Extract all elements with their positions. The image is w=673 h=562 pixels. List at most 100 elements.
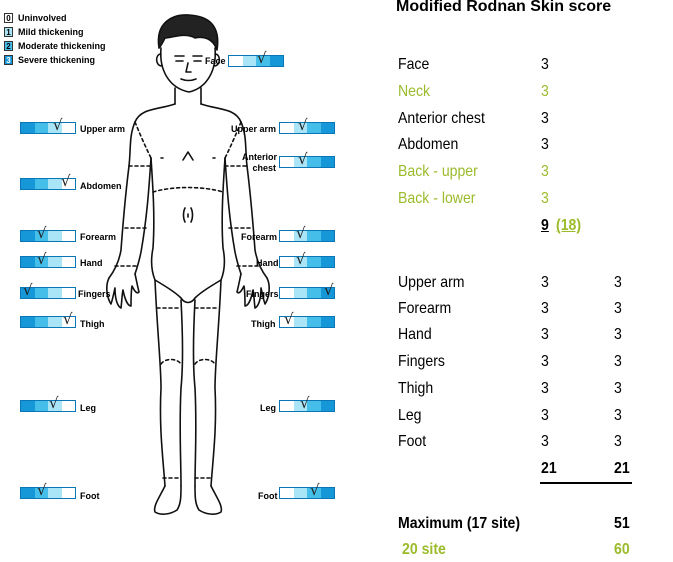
check-mark-icon: √ — [37, 251, 47, 267]
limb-site-label: Forearm — [398, 300, 451, 318]
legend-swatch-3: 3 — [4, 55, 13, 65]
legend-item-3: 3 Severe thickening — [4, 54, 95, 66]
limb-score-left: 3 — [541, 300, 549, 318]
score-bar-thigh-left: √ — [20, 316, 76, 328]
trunk-site-score: 3 — [541, 110, 549, 128]
legend-label-3: Severe thickening — [18, 55, 95, 65]
check-mark-icon: √ — [23, 282, 33, 298]
score-bar-upper-arm-left: √ — [20, 122, 76, 134]
legend-label-1: Mild thickening — [18, 27, 84, 37]
limb-score-right: 3 — [614, 300, 622, 318]
site-label-leg-left: Leg — [80, 403, 96, 413]
score-bar-upper-arm-right: √ — [279, 122, 335, 134]
check-mark-icon: √ — [49, 395, 59, 411]
check-mark-icon: √ — [257, 50, 267, 66]
check-mark-icon: √ — [298, 151, 308, 167]
trunk-site-label: Back - upper — [398, 163, 478, 181]
legend-swatch-0: 0 — [4, 13, 13, 23]
total-underline — [540, 482, 632, 484]
limb-score-right: 3 — [614, 353, 622, 371]
limb-score-left: 3 — [541, 326, 549, 344]
limb-site-label: Thigh — [398, 380, 433, 398]
limb-score-right: 3 — [614, 380, 622, 398]
trunk-site-score: 3 — [541, 190, 549, 208]
check-mark-icon: √ — [63, 311, 73, 327]
score-bar-abdomen: √ — [20, 178, 76, 190]
trunk-site-label: Face — [398, 56, 429, 74]
legend-swatch-2: 2 — [4, 41, 13, 51]
site-label-leg-right: Leg — [260, 403, 276, 413]
legend-item-0: 0 Uninvolved — [4, 12, 67, 24]
score-bar-hand-right: √ — [279, 256, 335, 268]
site-label-upper-arm-left: Upper arm — [80, 124, 125, 134]
trunk-total-alt: (18) — [556, 217, 581, 235]
trunk-site-label: Neck — [398, 83, 430, 101]
site-label-fingers-left: Fingers — [78, 289, 111, 299]
score-bar-thigh-right: √ — [279, 316, 335, 328]
check-mark-icon: √ — [298, 117, 308, 133]
score-bar-forearm-left: √ — [20, 230, 76, 242]
alt-site-label: 20 site — [402, 541, 446, 559]
maximum-label: Maximum (17 site) — [398, 515, 520, 533]
limb-score-left: 3 — [541, 353, 549, 371]
score-bar-fingers-left: √ — [20, 287, 76, 299]
check-mark-icon: √ — [53, 117, 63, 133]
body-outline-figure — [95, 8, 285, 528]
site-label-hand-right: Hand — [256, 258, 279, 268]
score-bar-face: √ — [228, 55, 284, 67]
score-bar-forearm-right: √ — [279, 230, 335, 242]
page-title: Modified Rodnan Skin score — [396, 0, 611, 16]
limb-score-left: 3 — [541, 407, 549, 425]
score-bar-foot-right: √ — [279, 487, 335, 499]
check-mark-icon: √ — [296, 225, 306, 241]
site-label-hand-left: Hand — [80, 258, 103, 268]
site-label-forearm-left: Forearm — [80, 232, 116, 242]
site-label-upper-arm-right: Upper arm — [231, 124, 276, 134]
limb-site-label: Fingers — [398, 353, 445, 371]
score-bar-leg-right: √ — [279, 400, 335, 412]
score-bar-foot-left: √ — [20, 487, 76, 499]
legend-label-2: Moderate thickening — [18, 41, 106, 51]
check-mark-icon: √ — [37, 482, 47, 498]
check-mark-icon: √ — [300, 395, 310, 411]
limb-site-label: Leg — [398, 407, 421, 425]
score-bar-anterior-chest: √ — [279, 156, 335, 168]
limb-site-label: Upper arm — [398, 274, 465, 292]
trunk-site-label: Anterior chest — [398, 110, 485, 128]
legend-swatch-1: 1 — [4, 27, 13, 37]
check-mark-icon: √ — [296, 251, 306, 267]
legend-item-1: 1 Mild thickening — [4, 26, 84, 38]
limb-site-label: Hand — [398, 326, 432, 344]
trunk-site-score: 3 — [541, 136, 549, 154]
site-label-thigh-right: Thigh — [251, 319, 276, 329]
trunk-site-label: Abdomen — [398, 136, 458, 154]
trunk-site-score: 3 — [541, 163, 549, 181]
site-label-foot-left: Foot — [80, 491, 100, 501]
limb-score-left: 3 — [541, 274, 549, 292]
trunk-site-score: 3 — [541, 56, 549, 74]
limb-site-label: Foot — [398, 433, 426, 451]
site-label-foot-right: Foot — [258, 491, 278, 501]
legend-item-2: 2 Moderate thickening — [4, 40, 106, 52]
score-bar-leg-left: √ — [20, 400, 76, 412]
check-mark-icon: √ — [37, 225, 47, 241]
site-label-fingers-right: Fingers — [246, 289, 279, 299]
maximum-value: 51 — [614, 515, 630, 533]
limb-score-right: 3 — [614, 274, 622, 292]
score-bar-hand-left: √ — [20, 256, 76, 268]
limb-score-left: 3 — [541, 380, 549, 398]
limb-total-left: 21 — [541, 460, 557, 478]
limb-score-right: 3 — [614, 326, 622, 344]
site-label-forearm-right: Forearm — [241, 232, 277, 242]
score-bar-fingers-right: √ — [279, 287, 335, 299]
alt-site-value: 60 — [614, 541, 630, 559]
site-label-thigh-left: Thigh — [80, 319, 105, 329]
legend-label-0: Uninvolved — [18, 13, 67, 23]
trunk-site-score: 3 — [541, 83, 549, 101]
limb-score-left: 3 — [541, 433, 549, 451]
check-mark-icon: √ — [284, 311, 294, 327]
limb-score-right: 3 — [614, 433, 622, 451]
site-label-face: Face — [205, 56, 226, 66]
check-mark-icon: √ — [310, 482, 320, 498]
